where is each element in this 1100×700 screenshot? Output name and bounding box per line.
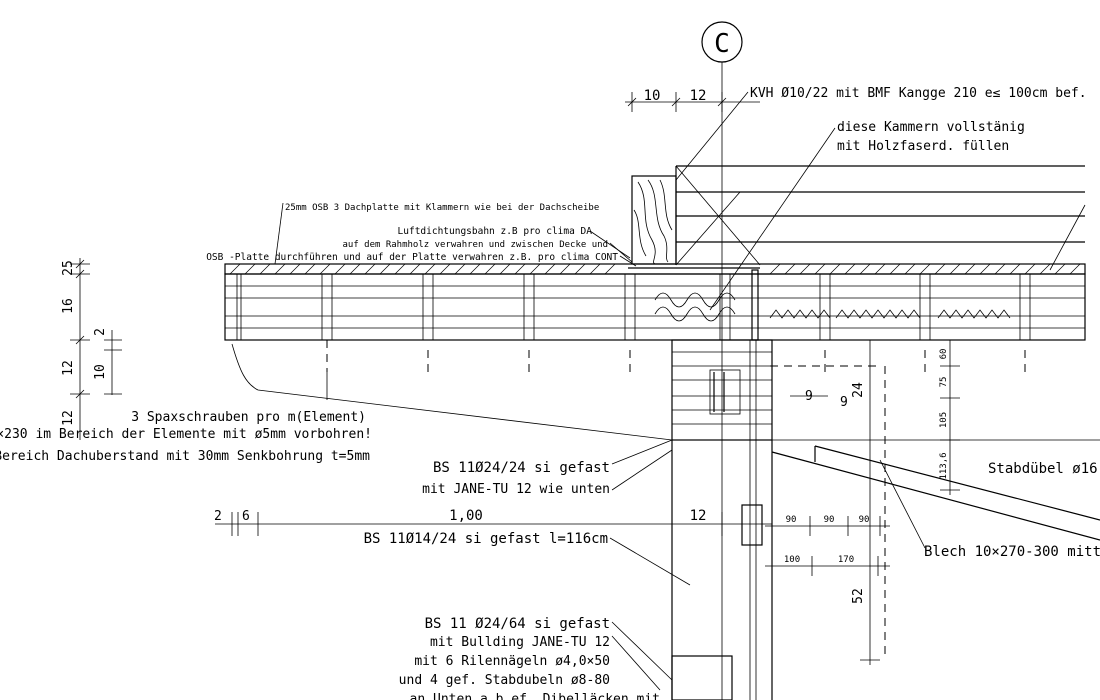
dim-24: 24 — [851, 382, 866, 398]
right-small-dimensions: 90 90 90 100 170 — [765, 515, 890, 576]
dim-113: 113,6 — [939, 452, 949, 479]
note-bs2: BS 11Ø14/24 si gefast l=116cm — [364, 531, 608, 547]
section-marker-label: C — [714, 29, 730, 59]
dim-90b: 90 — [824, 515, 835, 525]
note-bs3-4: und 4 gef. Stabdubeln ø8-80 — [399, 673, 610, 688]
note-bs3-1: BS 11 Ø24/64 si gefast — [425, 616, 610, 632]
deck-element — [224, 263, 1086, 341]
section-num-2: 9 — [840, 395, 848, 410]
note-stab: Stabdübel ø16-2 — [988, 461, 1100, 477]
note-kammern-2: mit Holzfaserd. füllen — [837, 139, 1009, 154]
note-spax-1: 3 Spaxschrauben pro m(Element) — [131, 410, 366, 425]
dim-top-10: 10 — [644, 88, 661, 104]
dim-left-25: 25 — [61, 260, 76, 276]
note-osb: 25mm OSB 3 Dachplatte mit Klammern wie b… — [285, 203, 599, 213]
bottom-dimension: 2 6 1,00 12 — [214, 508, 772, 536]
note-luft-1: Luftdichtungsbahn z.B pro clima DA — [398, 226, 593, 237]
dim-bottom-6: 6 — [242, 509, 250, 524]
overhang-line — [231, 343, 673, 441]
dim-100: 100 — [784, 555, 800, 565]
dim-75: 75 — [939, 377, 949, 388]
note-luft-3: OSB -Platte durchführen und auf der Plat… — [206, 252, 618, 263]
dim-90c: 90 — [859, 515, 870, 525]
note-spax-3: Im Bereich Dachuberstand mit 30mm Senkbo… — [0, 449, 370, 464]
section-marker: C — [701, 21, 743, 63]
inclined-strut — [771, 445, 1100, 541]
note-spax-2: 8,0×230 im Bereich der Elemente mit ø5mm… — [0, 427, 372, 442]
dim-52: 52 — [851, 588, 866, 604]
note-kvh: KVH Ø10/22 mit BMF Kangge 210 e≤ 100cm b… — [750, 86, 1087, 101]
dim-170: 170 — [838, 555, 854, 565]
note-bs1-1: BS 11Ø24/24 si gefast — [433, 460, 610, 476]
kvh-timber — [631, 175, 677, 265]
dim-left-12b: 12 — [61, 410, 76, 426]
dim-left-2: 2 — [93, 328, 108, 336]
left-dimension-chain: 25 16 12 12 2 10 — [61, 258, 122, 440]
section-num-1: 9 — [805, 389, 813, 404]
leader-lines — [274, 91, 926, 691]
note-blech: Blech 10×270-300 mittig in — [924, 544, 1100, 560]
deck-centerlines — [326, 340, 1026, 372]
dim-90a: 90 — [786, 515, 797, 525]
dim-60: 60 — [939, 349, 949, 360]
annotations: KVH Ø10/22 mit BMF Kangge 210 e≤ 100cm b… — [0, 86, 1100, 700]
rafter-box — [675, 165, 1086, 271]
top-dimension: 10 12 — [625, 88, 760, 112]
dim-top-12: 12 — [690, 88, 707, 104]
dim-left-10: 10 — [93, 364, 108, 380]
dim-bottom-100: 1,00 — [449, 508, 483, 524]
glulam-beam — [671, 339, 773, 441]
dim-left-12a: 12 — [61, 360, 76, 376]
note-kammern-1: diese Kammern vollstänig — [837, 120, 1025, 135]
dim-bottom-2: 2 — [214, 509, 222, 524]
dim-bottom-12: 12 — [690, 508, 707, 524]
dim-105: 105 — [939, 412, 949, 428]
note-luft-2: auf dem Rahmholz verwahren und zwischen … — [342, 240, 608, 250]
dim-left-16: 16 — [61, 298, 76, 314]
right-vertical-dimensions: 24 52 60 75 105 113,6 — [770, 339, 1100, 665]
note-bs3-3: mit 6 Rilennägeln ø4,0×50 — [414, 654, 610, 669]
note-bs3-2: mit Bullding JANE-TU 12 — [430, 635, 610, 650]
note-bs3-5: an Unten a,b,ef. Dibelläcken mit — [410, 692, 660, 700]
note-bs1-2: mit JANE-TU 12 wie unten — [422, 482, 610, 497]
section-numbers: 9 9 — [790, 389, 848, 410]
